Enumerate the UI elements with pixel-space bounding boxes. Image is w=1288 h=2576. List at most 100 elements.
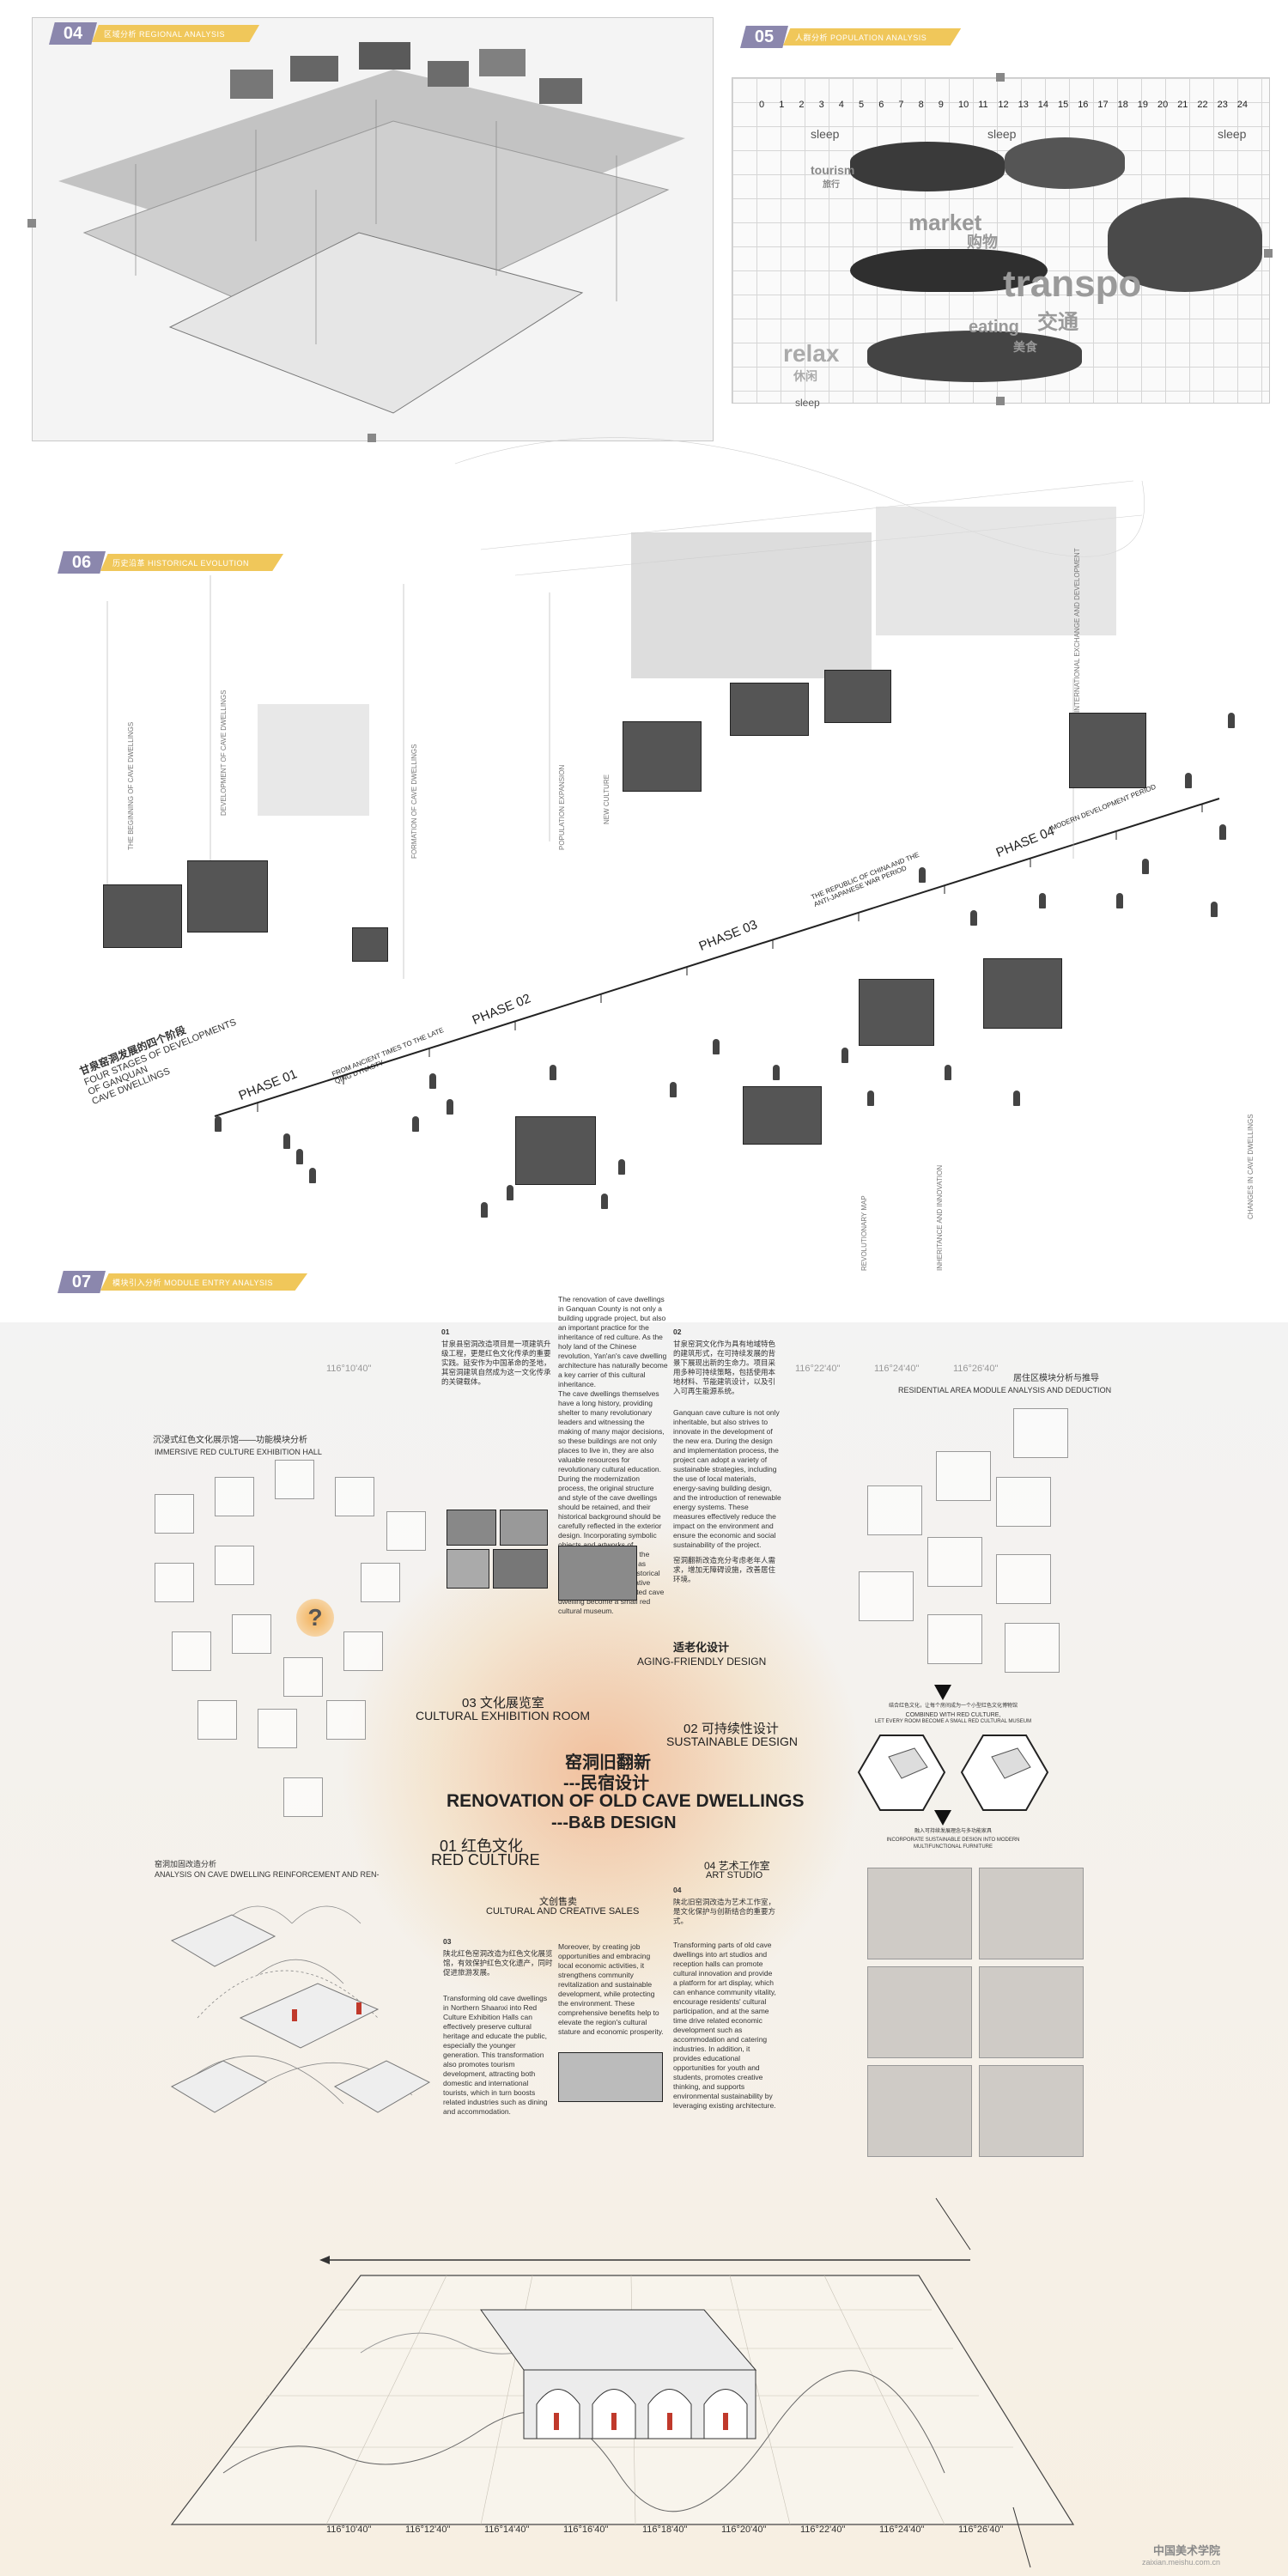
main-title-en2: ---B&B DESIGN — [551, 1814, 677, 1832]
room-module-cube — [936, 1451, 991, 1501]
history-vertical-caption: INTERNATIONAL EXCHANGE AND DEVELOPMENT — [1073, 548, 1081, 713]
section-tag-04: 04 区域分析 REGIONAL ANALYSIS — [49, 22, 260, 45]
sustainable-cn: 02 可持续性设计 — [683, 1722, 779, 1736]
panel-resize-handle[interactable] — [368, 434, 376, 442]
room-render — [979, 1868, 1084, 1959]
sales-cn: 文创售卖 — [539, 1897, 577, 1907]
main-title-cn1: 窑洞旧翻新 — [565, 1753, 651, 1772]
hour-tick: 14 — [1037, 100, 1049, 110]
map-longitude-tick: 116°16'40" — [563, 2524, 609, 2535]
site-map-drawing — [170, 2197, 1075, 2568]
map-longitude-tick: 116°24'40" — [879, 2524, 925, 2535]
history-photo — [859, 979, 934, 1046]
history-vertical-caption: NEW CULTURE — [603, 774, 611, 824]
paragraph-04-en: Transforming parts of old cave dwellings… — [673, 1941, 776, 2110]
hour-tick: 21 — [1177, 100, 1188, 110]
person-silhouette — [618, 1159, 625, 1175]
sustainable-en: SUSTAINABLE DESIGN — [666, 1735, 799, 1748]
question-mark-icon: ? — [296, 1599, 334, 1637]
transport-photo-blob — [1108, 197, 1262, 292]
section-tag-07: 07 模块引入分析 MODULE ENTRY ANALYSIS — [58, 1271, 308, 1293]
person-silhouette — [215, 1116, 222, 1132]
module-cube — [343, 1631, 383, 1671]
person-silhouette — [919, 867, 926, 883]
red-culture-en: RED CULTURE — [431, 1851, 540, 1868]
paragraph-02-en: Ganquan cave culture is not only inherit… — [673, 1408, 781, 1549]
person-silhouette — [296, 1149, 303, 1164]
person-silhouette — [970, 910, 977, 926]
main-title-cn2: ---民宿设计 — [563, 1774, 649, 1793]
module-cube — [197, 1700, 237, 1740]
paragraph-04-cn: 陕北旧窑洞改造为艺术工作室，是文化保护与创新结合的重要方式。 — [673, 1898, 776, 1925]
module-cube — [215, 1477, 254, 1516]
module-cube — [232, 1614, 271, 1654]
exhibition-photo — [558, 1546, 637, 1601]
panel-resize-handle[interactable] — [996, 397, 1005, 405]
watermark-cn: 中国美术学院 — [1153, 2544, 1221, 2557]
hour-tick: 1 — [779, 100, 785, 110]
incorporate-cn: 融入可持续发展理念与多功能家具 — [914, 1829, 992, 1834]
person-silhouette — [412, 1116, 419, 1132]
section-number: 06 — [58, 551, 106, 574]
sales-en: CULTURAL AND CREATIVE SALES — [486, 1906, 640, 1917]
hall-title-en: IMMERSIVE RED CULTURE EXHIBITION HALL — [155, 1448, 322, 1456]
incorporate-en: INCORPORATE SUSTAINABLE DESIGN INTO MODE… — [886, 1838, 1020, 1843]
room-module-cube — [927, 1537, 982, 1587]
section-label: 模块引入分析 MODULE ENTRY ANALYSIS — [100, 1273, 308, 1291]
sleep-label: sleep — [1218, 127, 1247, 141]
panel-resize-handle[interactable] — [1264, 249, 1273, 258]
regional-layers-drawing — [58, 42, 685, 414]
person-silhouette — [713, 1039, 720, 1054]
hour-tick: 23 — [1217, 100, 1228, 110]
arrow-down-icon — [934, 1810, 951, 1826]
panel-resize-handle[interactable] — [996, 73, 1005, 82]
art-studio-en: ART STUDIO — [706, 1870, 763, 1880]
map-top-tick: 116°26'40" — [953, 1364, 999, 1374]
room-render — [979, 2065, 1084, 2157]
hour-tick: 20 — [1157, 100, 1169, 110]
module-cube — [258, 1709, 297, 1748]
sleep-label: sleep — [987, 127, 1017, 141]
map-longitude-tick: 116°10'40" — [326, 2524, 372, 2535]
history-vertical-caption: REVOLUTIONARY MAP — [860, 1195, 868, 1271]
section-number: 05 — [740, 26, 788, 48]
paragraph-03-cn: 陕北红色窑洞改造为红色文化展览馆，有效保护红色文化遗产，同时促进旅游发展。 — [443, 1949, 553, 1977]
cultural-room-cn: 03 文化展览室 — [462, 1696, 544, 1710]
watermark-url: zaixian.meishu.com.cn — [1142, 2558, 1221, 2567]
person-silhouette — [841, 1048, 848, 1063]
main-title-en1: RENOVATION OF OLD CAVE DWELLINGS — [447, 1791, 805, 1811]
hour-tick: 6 — [878, 100, 884, 110]
hour-tick: 15 — [1058, 100, 1069, 110]
market-cn-label: 购物 — [967, 234, 998, 251]
section-number: 04 — [49, 22, 97, 45]
aging-title-cn: 适老化设计 — [673, 1641, 730, 1654]
tourism-photo-blob — [850, 142, 1005, 191]
relax-cn-label: 休闲 — [793, 369, 817, 383]
hour-tick: 22 — [1197, 100, 1208, 110]
regional-analysis-panel — [32, 17, 714, 441]
paragraph-number: 03 — [443, 1937, 452, 1946]
reinforcement-drawing — [170, 1905, 431, 2113]
hour-tick: 13 — [1018, 100, 1029, 110]
paragraph-number: 01 — [441, 1327, 450, 1336]
section-tag-05: 05 人群分析 POPULATION ANALYSIS — [740, 26, 962, 48]
paragraph-01-cn: 甘泉县窑洞改造项目是一项建筑升级工程，更是红色文化传承的重要实践。延安作为中国革… — [441, 1340, 551, 1386]
history-photo — [824, 670, 891, 723]
history-vertical-caption: THE BEGINNING OF CAVE DWELLINGS — [127, 721, 135, 850]
panel-resize-handle[interactable] — [27, 219, 36, 228]
hour-tick: 3 — [818, 100, 824, 110]
section-number: 07 — [58, 1271, 106, 1293]
combine-en: COMBINED WITH RED CULTURE, — [905, 1712, 1001, 1718]
reinforce-title-en: ANALYSIS ON CAVE DWELLING REINFORCEMENT … — [155, 1870, 380, 1879]
person-silhouette — [550, 1065, 556, 1080]
hour-tick: 7 — [898, 100, 904, 110]
combine-cn: 结合红色文化，让每个房间成为一个小型红色文化博物馆 — [888, 1704, 1018, 1709]
person-silhouette — [447, 1099, 453, 1115]
map-longitude-tick: 116°12'40" — [405, 2524, 451, 2535]
person-silhouette — [429, 1073, 436, 1089]
map-longitude-tick: 116°20'40" — [721, 2524, 767, 2535]
hall-title-cn: 沉浸式红色文化展示馆——功能模块分析 — [153, 1436, 307, 1445]
combine-en: LET EVERY ROOM BECOME A SMALL RED CULTUR… — [874, 1719, 1032, 1724]
tourism-label: tourism — [811, 163, 855, 177]
eating-cn-label: 美食 — [1013, 340, 1037, 354]
